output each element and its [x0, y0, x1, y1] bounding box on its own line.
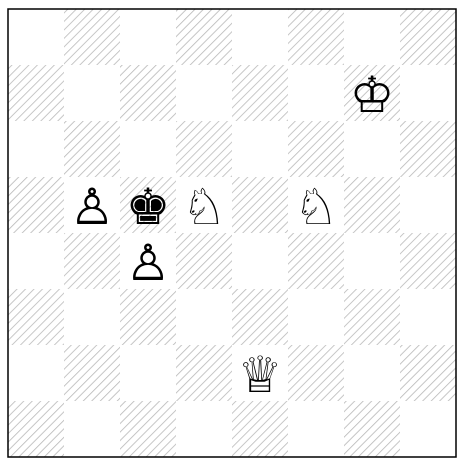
square-h7[interactable]	[400, 65, 456, 121]
square-d4[interactable]	[176, 233, 232, 289]
square-g8[interactable]	[344, 9, 400, 65]
square-b2[interactable]	[64, 345, 120, 401]
square-b7[interactable]	[64, 65, 120, 121]
square-c8[interactable]	[120, 9, 176, 65]
square-g6[interactable]	[344, 121, 400, 177]
square-f7[interactable]	[288, 65, 344, 121]
square-f1[interactable]	[288, 401, 344, 457]
square-d8[interactable]	[176, 9, 232, 65]
square-e4[interactable]	[232, 233, 288, 289]
square-b6[interactable]	[64, 121, 120, 177]
square-a4[interactable]	[8, 233, 64, 289]
square-h2[interactable]	[400, 345, 456, 401]
white-pawn-piece[interactable]: ♙	[126, 234, 171, 292]
square-f4[interactable]	[288, 233, 344, 289]
white-pawn-piece[interactable]: ♙	[70, 178, 115, 236]
square-g5[interactable]	[344, 177, 400, 233]
square-e1[interactable]	[232, 401, 288, 457]
square-a6[interactable]	[8, 121, 64, 177]
square-h3[interactable]	[400, 289, 456, 345]
square-h4[interactable]	[400, 233, 456, 289]
white-knight-piece[interactable]: ♘	[182, 178, 227, 236]
square-f8[interactable]	[288, 9, 344, 65]
square-a1[interactable]	[8, 401, 64, 457]
square-e5[interactable]	[232, 177, 288, 233]
square-f3[interactable]	[288, 289, 344, 345]
square-d7[interactable]	[176, 65, 232, 121]
square-e8[interactable]	[232, 9, 288, 65]
square-f2[interactable]	[288, 345, 344, 401]
square-c6[interactable]	[120, 121, 176, 177]
square-c7[interactable]	[120, 65, 176, 121]
square-c3[interactable]	[120, 289, 176, 345]
square-g4[interactable]	[344, 233, 400, 289]
square-b1[interactable]	[64, 401, 120, 457]
white-knight-piece[interactable]: ♘	[294, 178, 339, 236]
square-b4[interactable]	[64, 233, 120, 289]
square-g2[interactable]	[344, 345, 400, 401]
square-a3[interactable]	[8, 289, 64, 345]
square-d3[interactable]	[176, 289, 232, 345]
white-king-piece[interactable]: ♔	[350, 66, 395, 124]
square-g3[interactable]	[344, 289, 400, 345]
square-h6[interactable]	[400, 121, 456, 177]
square-h5[interactable]	[400, 177, 456, 233]
square-h1[interactable]	[400, 401, 456, 457]
black-king-piece[interactable]: ♚	[126, 178, 171, 236]
square-c2[interactable]	[120, 345, 176, 401]
square-d1[interactable]	[176, 401, 232, 457]
square-e7[interactable]	[232, 65, 288, 121]
square-h8[interactable]	[400, 9, 456, 65]
square-f6[interactable]	[288, 121, 344, 177]
square-b8[interactable]	[64, 9, 120, 65]
square-a7[interactable]	[8, 65, 64, 121]
square-e6[interactable]	[232, 121, 288, 177]
square-b3[interactable]	[64, 289, 120, 345]
square-g1[interactable]	[344, 401, 400, 457]
square-d2[interactable]	[176, 345, 232, 401]
square-a2[interactable]	[8, 345, 64, 401]
square-e3[interactable]	[232, 289, 288, 345]
white-queen-piece[interactable]: ♕	[238, 346, 283, 404]
square-c1[interactable]	[120, 401, 176, 457]
square-d6[interactable]	[176, 121, 232, 177]
square-a5[interactable]	[8, 177, 64, 233]
square-a8[interactable]	[8, 9, 64, 65]
